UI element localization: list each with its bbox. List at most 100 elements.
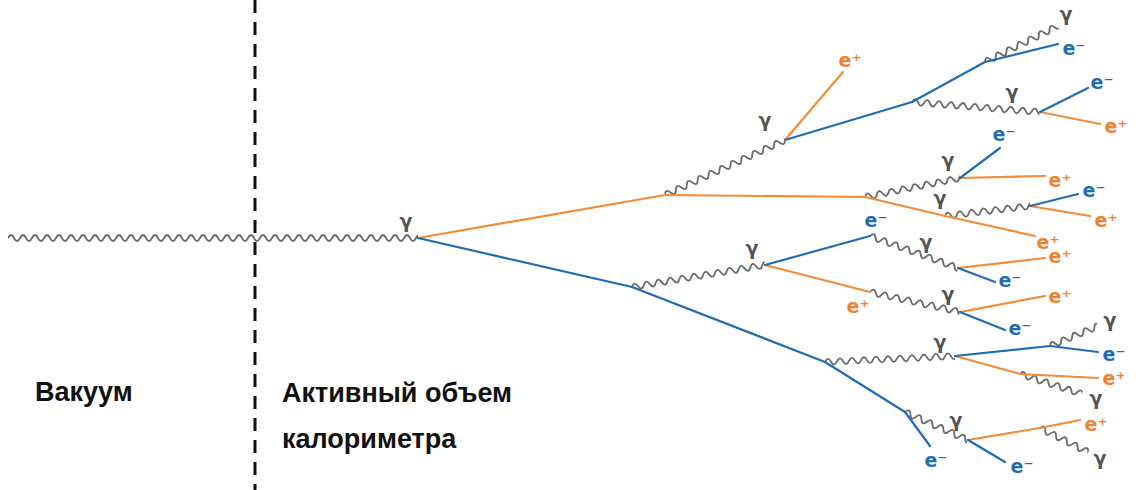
particle-label: γ	[759, 111, 772, 130]
track-part	[1030, 194, 1078, 206]
particle-label: γ	[1090, 389, 1103, 408]
track-part	[945, 216, 1035, 236]
particle-label: γ	[400, 212, 413, 231]
region-label: Активный объем калориметра	[282, 370, 622, 462]
track-part	[8, 235, 428, 241]
particle-label: e⁻	[1009, 319, 1032, 338]
particle-label: e⁻	[999, 271, 1022, 290]
track-part	[869, 289, 1136, 386]
particle-label: e⁺	[1085, 415, 1108, 434]
track-part	[960, 296, 1045, 312]
particle-label: e⁻	[925, 451, 948, 470]
track-part	[418, 195, 665, 238]
track-part	[864, 112, 1136, 200]
particle-label: e⁺	[1049, 171, 1072, 190]
track-part	[632, 215, 1047, 290]
track-part	[765, 265, 870, 292]
track-part	[418, 238, 632, 287]
particle-label: e⁺	[1049, 287, 1072, 306]
track-part	[869, 289, 1136, 386]
track-part	[1019, 371, 1136, 490]
track-part	[864, 112, 1136, 200]
particle-label: γ	[1006, 83, 1019, 102]
track-part	[869, 289, 1136, 386]
track-part	[912, 99, 1136, 138]
track-part	[632, 287, 825, 362]
particle-label: e⁺	[1049, 247, 1072, 266]
track-part	[960, 148, 1000, 178]
track-part	[1040, 112, 1100, 124]
track-part	[1039, 425, 1136, 490]
track-part	[1019, 371, 1136, 490]
region-label: Вакуум	[35, 375, 133, 409]
track-part	[869, 233, 1136, 382]
track-part	[912, 62, 985, 102]
track-part	[984, 0, 1136, 65]
track-part	[904, 409, 1136, 490]
track-part	[968, 440, 1005, 462]
track-part	[1030, 206, 1090, 216]
track-part	[1040, 88, 1088, 112]
track-part	[960, 176, 1045, 178]
track-part	[785, 102, 912, 140]
particle-label: γ	[1094, 449, 1107, 468]
track-part	[984, 0, 1136, 65]
track-part	[785, 72, 843, 140]
track-part	[1049, 182, 1136, 349]
track-part	[765, 236, 870, 265]
positron-tracks	[418, 72, 1100, 440]
particle-label: e⁺	[1103, 369, 1126, 388]
track-part	[955, 356, 1020, 374]
track-part	[1050, 346, 1098, 352]
particle-label: γ	[1060, 5, 1073, 24]
track-part	[825, 340, 1136, 365]
track-part	[869, 233, 1136, 382]
track-part	[1019, 371, 1136, 490]
photon-tracks	[8, 0, 1136, 490]
particle-label: e⁻	[1091, 73, 1114, 92]
particle-label: e⁻	[993, 125, 1016, 144]
track-part	[912, 99, 1136, 138]
track-part	[1049, 182, 1136, 349]
track-part	[904, 409, 1136, 490]
particle-label: γ	[1104, 311, 1117, 330]
electron-tracks	[418, 44, 1098, 462]
track-part	[985, 44, 1058, 62]
track-part	[869, 233, 1136, 382]
track-part	[864, 112, 1136, 200]
particle-label: e⁻	[1103, 345, 1126, 364]
track-part	[1039, 425, 1136, 490]
track-part	[1049, 182, 1136, 349]
track-part	[958, 268, 995, 282]
track-part	[968, 428, 1040, 440]
particle-label: e⁻	[1011, 457, 1034, 476]
particle-label: γ	[934, 189, 947, 208]
track-part	[632, 215, 1047, 290]
track-part	[1040, 420, 1080, 428]
track-part	[960, 312, 1005, 330]
particle-label: e⁻	[1063, 39, 1086, 58]
particle-label: e⁺	[839, 51, 862, 70]
particle-label: γ	[920, 233, 933, 252]
track-part	[955, 346, 1050, 356]
track-part	[1039, 425, 1136, 490]
track-part	[904, 409, 1136, 490]
track-part	[905, 412, 930, 446]
particle-label: γ	[746, 239, 759, 258]
track-part	[825, 362, 905, 412]
particle-label: γ	[934, 333, 947, 352]
track-part	[825, 340, 1136, 365]
track-part	[8, 235, 428, 241]
boundary-line	[254, 0, 257, 490]
particle-label: e⁺	[1105, 117, 1128, 136]
track-part	[632, 215, 1047, 290]
track-part	[825, 340, 1136, 365]
particle-label: γ	[942, 151, 955, 170]
track-part	[958, 258, 1045, 268]
particle-label: γ	[950, 411, 963, 430]
track-part	[912, 99, 1136, 138]
particle-label: e⁻	[865, 211, 888, 230]
particle-label: e⁺	[1095, 211, 1118, 230]
